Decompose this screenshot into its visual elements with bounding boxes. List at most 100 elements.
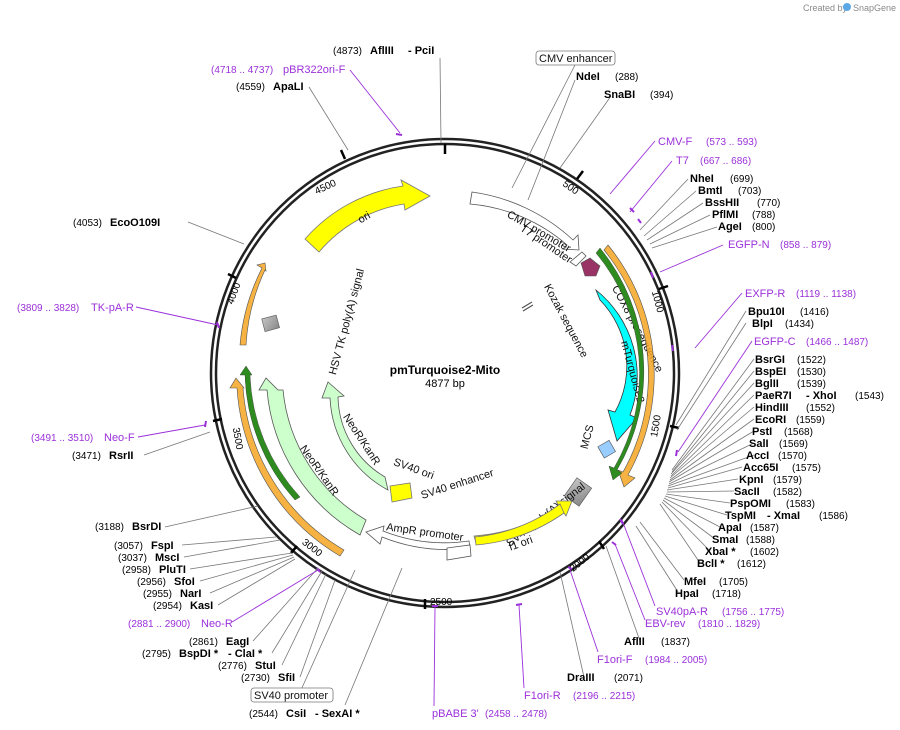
enzyme-snaBI-pos: (394) xyxy=(650,90,673,101)
enzyme-tspMI-name: TspMI xyxy=(725,510,756,522)
enzyme-pstI-name: PstI xyxy=(752,426,772,438)
enzyme-rsrII-pos: (3471) xyxy=(72,451,101,462)
enzyme-apaI-pos: (1587) xyxy=(750,523,779,534)
enzyme-accI-pos: (1570) xyxy=(778,451,807,462)
enzyme-pciI-name: - PciI xyxy=(408,45,434,57)
tick-1500: 1500 xyxy=(649,414,664,438)
orf-arc-orange-upper-left[interactable] xyxy=(239,262,267,346)
enzyme-blpI-pos: (1434) xyxy=(785,319,814,330)
primer-egfp-n-range: (858 .. 879) xyxy=(780,240,831,251)
credit-brand: SnapGene xyxy=(853,3,896,13)
feature-f1ori-band[interactable] xyxy=(474,503,565,546)
primer-tk-pa-r-name: TK-pA-R xyxy=(91,302,134,314)
enzyme-ecoO109I-name: EcoO109I xyxy=(110,217,160,229)
enzyme-nheI-name: NheI xyxy=(690,173,714,185)
orf-arc-orange-left[interactable] xyxy=(229,377,345,557)
primer-cmv-f-range: (573 .. 593) xyxy=(706,137,757,148)
enzyme-bclI-pos: (1612) xyxy=(737,559,766,570)
feature-ori-label: ori xyxy=(356,210,373,227)
feature-ampr-white-arrow[interactable] xyxy=(446,544,472,561)
plasmid-length: 4877 bp xyxy=(425,378,465,390)
enzyme-aflII-name: AflII xyxy=(624,636,645,648)
enzyme-kasI-name: KasI xyxy=(190,600,213,612)
enzyme-kpnI-pos: (1579) xyxy=(773,475,802,486)
feature-sv40-ori-label: SV40 ori xyxy=(392,456,436,482)
enzyme-bssHII-pos: (770) xyxy=(757,198,780,209)
enzyme-bsrDI-pos: (3188) xyxy=(95,522,124,533)
primer-t7-name: T7 xyxy=(676,155,689,167)
enzyme-tspMI-pos: (1586) xyxy=(819,511,848,522)
enzyme-xbaI-pos: (1602) xyxy=(750,547,779,558)
primer-egfp-n-name: EGFP-N xyxy=(728,239,770,251)
feature-mturquoise2-arrow[interactable] xyxy=(595,288,638,442)
enzyme-pflMI-pos: (788) xyxy=(752,210,775,221)
enzyme-bmtI-pos: (703) xyxy=(738,186,761,197)
feature-mcs-box[interactable] xyxy=(597,439,616,459)
enzyme-xhoI-name: - XhoI xyxy=(806,390,837,402)
enzyme-apaLI-pos: (4559) xyxy=(236,82,265,93)
feature-ampr-promoter-arrow[interactable] xyxy=(365,525,471,550)
primer-neo-f-range: (3491 .. 3510) xyxy=(31,433,93,444)
tick-group xyxy=(212,149,680,609)
cmv-enhancer-label: CMV enhancer xyxy=(539,53,613,65)
feature-kozak-mark-2 xyxy=(522,304,534,312)
enzyme-bspEI-name: BspEI xyxy=(755,366,786,378)
sv40-promoter-box[interactable] xyxy=(250,687,334,703)
cmv-enhancer-box[interactable] xyxy=(535,50,616,66)
enzyme-hindIII-name: HindIII xyxy=(755,402,789,414)
primer-ebv-rev-name: EBV-rev xyxy=(645,618,686,630)
enzyme-ecoRI-name: EcoRI xyxy=(755,414,786,426)
primer-pbabe3-range: (2458 .. 2478) xyxy=(485,709,547,720)
feature-hsv-tk-polya-box[interactable] xyxy=(261,314,280,332)
enzyme-bsrDI-name: BsrDI xyxy=(132,521,161,533)
orf-arc-orange-right[interactable] xyxy=(603,244,655,488)
feature-neor-outer-arrow[interactable] xyxy=(258,377,367,536)
enzyme-sfiI-name: SfiI xyxy=(278,672,295,684)
enzyme-blpI-name: BlpI xyxy=(752,318,773,330)
tick-2500: 2500 xyxy=(430,597,453,608)
enzyme-ageI-name: AgeI xyxy=(718,221,742,233)
enzyme-pspOMI-name: PspOMI xyxy=(730,498,771,510)
enzyme-sexAI-name: - SexAI * xyxy=(315,708,360,720)
primer-t7-range: (667 .. 686) xyxy=(700,156,751,167)
enzyme-bpu10I-pos: (1416) xyxy=(800,307,829,318)
enzyme-ecoRI-pos: (1559) xyxy=(796,415,825,426)
tick-1000: 1000 xyxy=(649,290,665,315)
primer-neo-f-name: Neo-F xyxy=(104,432,135,444)
enzyme-pflMI-name: PflMI xyxy=(712,209,738,221)
enzyme-kpnI-name: KpnI xyxy=(739,474,763,486)
feature-cox8-arrow[interactable] xyxy=(580,257,601,277)
feature-t7-promoter-arrow[interactable] xyxy=(569,251,587,267)
enzyme-stuI-pos: (2776) xyxy=(218,661,247,672)
enzyme-sfiI-pos: (2730) xyxy=(241,673,270,684)
primer-f1ori-f-name: F1ori-F xyxy=(597,654,633,666)
enzyme-bspDI-pos: (2795) xyxy=(142,649,171,660)
enzyme-aflII-pos: (1837) xyxy=(661,637,690,648)
feature-sv40-ori-box[interactable] xyxy=(389,482,413,503)
enzyme-bglII-name: BglII xyxy=(755,378,779,390)
enzyme-bclI-name: BclI * xyxy=(697,558,725,570)
enzyme-apaLI-name: ApaLI xyxy=(273,81,304,93)
backbone-outer-ring xyxy=(209,137,681,609)
enzyme-bsrGI-pos: (1522) xyxy=(797,355,826,366)
feature-mcs-label: MCS xyxy=(579,424,597,451)
enzyme-narI-name: NarI xyxy=(180,588,201,600)
tick-3500: 3500 xyxy=(230,427,245,451)
enzyme-hpaI-name: HpaI xyxy=(675,588,699,600)
enzyme-xbaI-name: XbaI * xyxy=(705,546,736,558)
orf-arc-green-left[interactable] xyxy=(239,365,301,501)
primer-ebv-rev-range: (1810 .. 1829) xyxy=(698,619,760,630)
primer-f1ori-r-name: F1ori-R xyxy=(524,690,561,702)
enzyme-bmtI-name: BmtI xyxy=(698,185,722,197)
enzyme-claI-name: - ClaI * xyxy=(228,648,263,660)
feature-cmv-promoter-arrow[interactable] xyxy=(469,191,580,251)
enzyme-ecoO109I-pos: (4053) xyxy=(73,218,102,229)
feature-ori-arrow[interactable] xyxy=(304,179,431,253)
feature-neor-inner-arrow[interactable] xyxy=(321,381,389,491)
enzyme-eagI-pos: (2861) xyxy=(189,637,218,648)
enzyme-pspOMI-pos: (1583) xyxy=(786,499,815,510)
primer-exfp-r-name: EXFP-R xyxy=(745,288,785,300)
enzyme-sfoI-pos: (2956) xyxy=(137,577,166,588)
enzyme-bpu10I-name: Bpu10I xyxy=(748,306,785,318)
